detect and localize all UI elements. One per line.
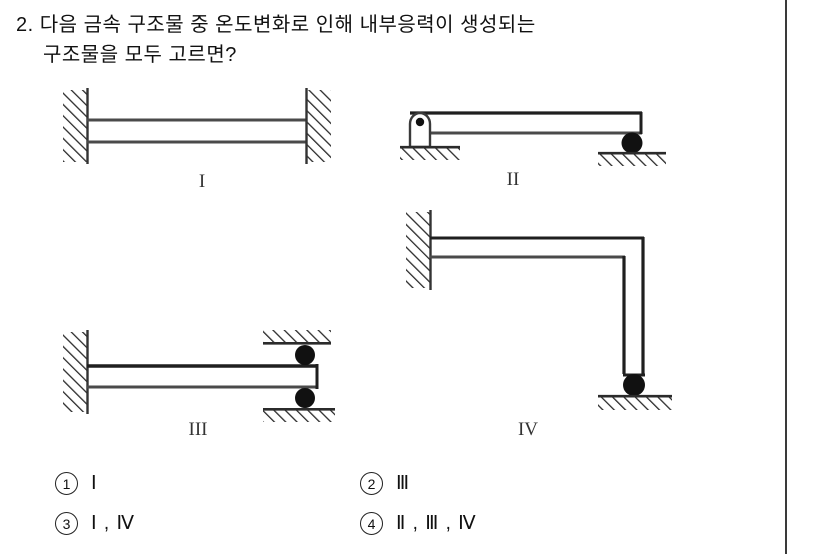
fixed-wall-left-icon (406, 210, 432, 290)
question-line-2: 구조물을 모두 고르면? (43, 44, 237, 66)
figure-iv-l-frame (400, 208, 680, 424)
answer-option-4-label: Ⅱ , Ⅲ , Ⅳ (396, 513, 477, 534)
answer-option-3[interactable]: 3 Ⅰ , Ⅳ (55, 512, 135, 535)
answer-option-3-number: 3 (55, 512, 78, 535)
beam-member (87, 364, 319, 389)
frame-member-inner (430, 255, 626, 374)
figure-iii-fixed-guided-beam (55, 328, 355, 424)
answer-option-1[interactable]: 1 Ⅰ (55, 472, 98, 495)
ground-hatch-bottom-icon (598, 394, 672, 410)
figure-i-fixed-fixed-beam (55, 86, 345, 176)
answer-option-4[interactable]: 4 Ⅱ , Ⅲ , Ⅳ (360, 512, 477, 535)
beam-member (87, 118, 307, 144)
roller-support-right-icon (621, 132, 643, 154)
answer-option-1-number: 1 (55, 472, 78, 495)
figure-ii-pin-roller-beam (398, 100, 668, 172)
beam-member (410, 111, 643, 135)
question-line-1: 2. 다음 금속 구조물 중 온도변화로 인해 내부응력이 생성되는 (16, 14, 536, 36)
answer-option-4-number: 4 (360, 512, 383, 535)
fixed-wall-right-icon (305, 88, 331, 164)
answer-option-2-label: Ⅲ (396, 473, 411, 494)
roller-support-bottom-icon (623, 373, 645, 396)
roller-bottom-right-icon (263, 388, 335, 422)
figure-label-i: I (198, 171, 206, 192)
ground-hatch-left-icon (400, 145, 460, 160)
answer-option-2-number: 2 (360, 472, 383, 495)
roller-top-right-icon (263, 330, 331, 365)
answer-option-1-label: Ⅰ (91, 473, 98, 494)
answer-options-row-2: 3 Ⅰ , Ⅳ 4 Ⅱ , Ⅲ , Ⅳ (55, 512, 675, 552)
answer-options: 1 Ⅰ 2 Ⅲ 3 Ⅰ , Ⅳ 4 Ⅱ , Ⅲ , Ⅳ (55, 472, 675, 552)
pin-support-left-icon (408, 111, 432, 149)
answer-option-3-label: Ⅰ , Ⅳ (91, 513, 135, 534)
answer-options-row-1: 1 Ⅰ 2 Ⅲ (55, 472, 675, 512)
ground-hatch-right-icon (598, 151, 666, 166)
fixed-wall-left-icon (63, 88, 89, 164)
frame-member-outer (430, 236, 645, 376)
question-block: 2. 다음 금속 구조물 중 온도변화로 인해 내부응력이 생성되는 구조물을 … (16, 10, 756, 70)
page-divider-rule (785, 0, 787, 554)
figure-label-ii: II (506, 169, 520, 190)
fixed-wall-left-icon (63, 330, 89, 414)
figure-area: I (55, 86, 680, 440)
figure-label-iii: III (188, 419, 208, 440)
figure-label-iv: IV (517, 419, 539, 440)
answer-option-2[interactable]: 2 Ⅲ (360, 472, 410, 495)
